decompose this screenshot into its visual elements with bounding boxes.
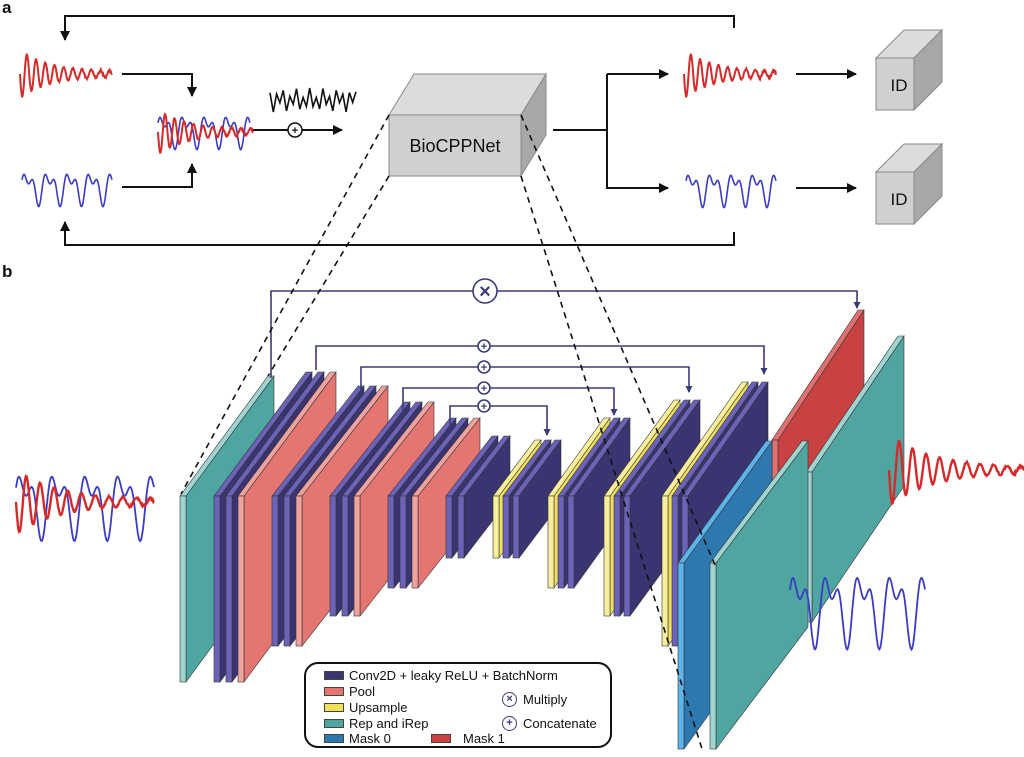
legend-label-multiply: Multiply bbox=[523, 692, 567, 707]
panel-a: + BioCPPNet ID bbox=[20, 16, 942, 245]
legend-item-multiply: × Multiply bbox=[502, 692, 567, 707]
legend-swatch-conv bbox=[324, 671, 344, 680]
legend: Conv2D + leaky ReLU + BatchNorm Pool Ups… bbox=[304, 662, 612, 748]
multiply-icon-symbol: × bbox=[479, 281, 491, 303]
noise-signal bbox=[270, 88, 356, 112]
id-box-2-label: ID bbox=[891, 190, 908, 209]
legend-label-pool: Pool bbox=[349, 684, 375, 699]
source-signal-blue bbox=[22, 174, 112, 206]
feedback-line-top bbox=[65, 16, 734, 40]
concat-skip-3-line bbox=[403, 388, 614, 415]
legend-swatch-upsample bbox=[324, 703, 344, 712]
id-box-1: ID bbox=[876, 30, 942, 110]
arrow-src1-to-mix bbox=[122, 74, 192, 96]
legend-swatch-mask0 bbox=[324, 734, 344, 743]
id-box-1-label: ID bbox=[891, 76, 908, 95]
legend-label-mask1: Mask 1 bbox=[463, 731, 505, 746]
separated-signal-red bbox=[889, 441, 1024, 503]
source-signal-red bbox=[20, 55, 112, 97]
legend-item-mask1: Mask 1 bbox=[431, 731, 505, 746]
output-signal-red bbox=[684, 55, 776, 97]
add-symbol: + bbox=[292, 125, 298, 137]
concat-skip-3-icon-symbol: + bbox=[481, 383, 487, 395]
concat-skip-1-line bbox=[316, 346, 764, 374]
legend-item-concatenate: + Concatenate bbox=[502, 716, 597, 731]
legend-item-upsample: Upsample bbox=[324, 700, 408, 715]
panel-label-a: a bbox=[2, 0, 11, 18]
legend-item-mask0: Mask 0 bbox=[324, 731, 391, 746]
arrow-src2-to-mix bbox=[122, 164, 192, 187]
output-split-line bbox=[553, 74, 607, 130]
legend-item-pool: Pool bbox=[324, 684, 375, 699]
feedback-line-bottom bbox=[65, 222, 734, 245]
multiply-skip-line bbox=[271, 291, 857, 378]
legend-label-concatenate: Concatenate bbox=[523, 716, 597, 731]
concat-skip-1-icon-symbol: + bbox=[481, 341, 487, 353]
concat-skip-2-icon-symbol: + bbox=[481, 362, 487, 374]
legend-swatch-rep bbox=[324, 719, 344, 728]
legend-swatch-mask1 bbox=[431, 734, 451, 743]
input-mixture-signal-red bbox=[16, 476, 154, 532]
concat-skip-4-icon-symbol: + bbox=[481, 401, 487, 413]
legend-label-rep: Rep and iRep bbox=[349, 716, 429, 731]
legend-item-rep: Rep and iRep bbox=[324, 716, 429, 731]
legend-label-mask0: Mask 0 bbox=[349, 731, 391, 746]
legend-label-conv: Conv2D + leaky ReLU + BatchNorm bbox=[349, 668, 558, 683]
legend-swatch-pool bbox=[324, 687, 344, 696]
output-split-line-lower bbox=[607, 130, 668, 188]
multiply-icon: × bbox=[502, 692, 517, 707]
output-signal-blue bbox=[686, 175, 776, 207]
concatenate-icon: + bbox=[502, 716, 517, 731]
biocppnet-box: BioCPPNet bbox=[389, 74, 546, 176]
legend-label-upsample: Upsample bbox=[349, 700, 408, 715]
biocppnet-label: BioCPPNet bbox=[409, 136, 500, 156]
legend-item-conv: Conv2D + leaky ReLU + BatchNorm bbox=[324, 668, 558, 683]
id-box-2: ID bbox=[876, 144, 942, 224]
panel-label-b: b bbox=[2, 262, 12, 282]
